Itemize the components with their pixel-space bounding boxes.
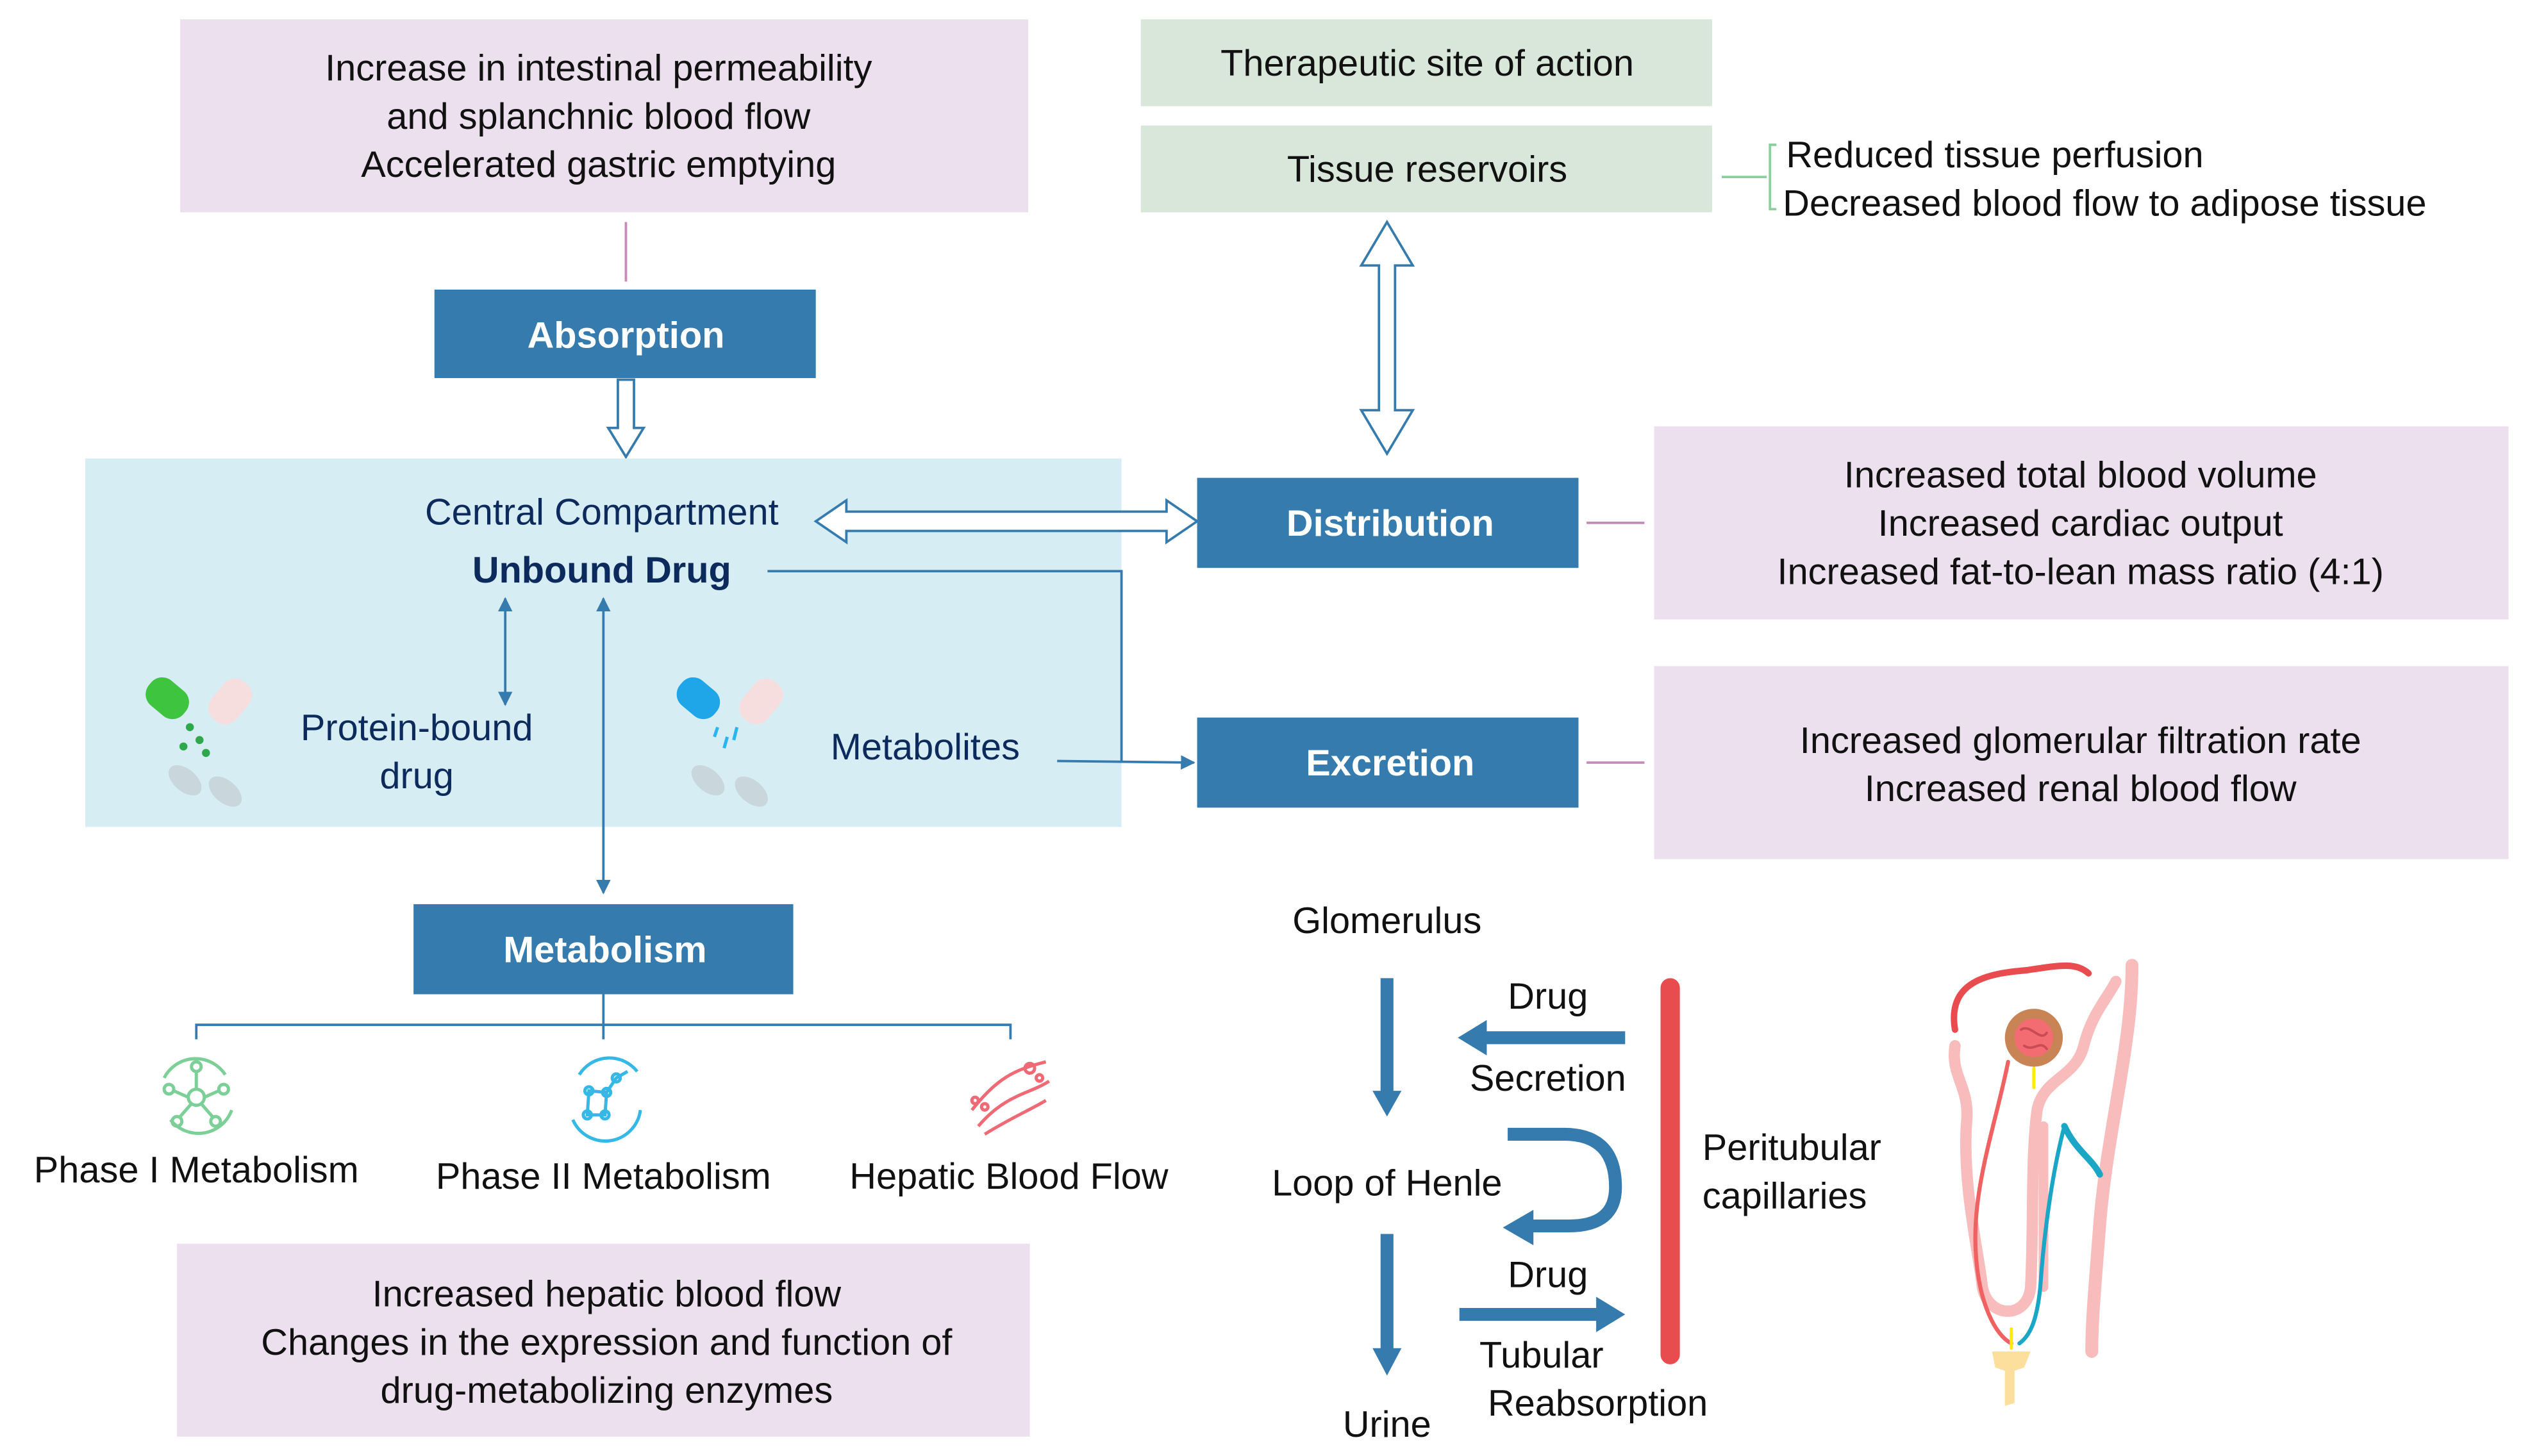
nephron-illustration [1949, 959, 2139, 1407]
metabolism-note-2: Changes in the expression and function o… [261, 1322, 953, 1363]
metabolism-notes-box: Increased hepatic blood flow Changes in … [177, 1243, 1030, 1437]
distribution-note-1: Increased total blood volume [1844, 455, 2317, 496]
distribution-label: Distribution [1286, 503, 1494, 544]
excretion-box[interactable]: Excretion [1197, 717, 1579, 808]
reabsorption-label: Reabsorption [1488, 1383, 1708, 1424]
reabsorption-drug-label: Drug [1508, 1254, 1588, 1295]
protein-bound-label-2: drug [379, 756, 454, 797]
absorption-note-1: Increase in intestinal permeability [325, 48, 872, 89]
green-capsule-icon [146, 677, 253, 807]
unbound-to-excretion-line [767, 570, 1123, 761]
absorption-notes-box: Increase in intestinal permeability and … [180, 19, 1029, 213]
absorption-note-2: and splanchnic blood flow [387, 96, 810, 137]
absorption-label: Absorption [528, 315, 725, 356]
metabolites-to-excretion-arrow [1057, 755, 1195, 770]
tissue-distribution-arrow [1359, 219, 1415, 456]
therapeutic-site-label: Therapeutic site of action [1220, 43, 1634, 84]
glomerulus-down-arrow [1372, 978, 1402, 1117]
peritubular-label-1: Peritubular [1703, 1127, 1881, 1168]
blue-capsule-icon [676, 677, 783, 807]
phase-2-label: Phase II Metabolism [436, 1156, 771, 1197]
loop-henle-arrowhead [1503, 1209, 1534, 1246]
absorption-to-central-arrow [606, 378, 646, 459]
excretion-note-1: Increased glomerular filtration rate [1800, 720, 2361, 761]
distribution-note-2: Increased cardiac output [1878, 503, 2283, 544]
metabolism-branch-lines [195, 994, 1012, 1039]
metabolism-note-3: drug-metabolizing enzymes [380, 1370, 833, 1411]
tissue-reservoirs-label: Tissue reservoirs [1287, 149, 1567, 190]
phase-2-molecule-icon [571, 1056, 642, 1143]
phase-1-label: Phase I Metabolism [34, 1150, 359, 1191]
distribution-box[interactable]: Distribution [1197, 477, 1579, 568]
tissue-note-1: Reduced tissue perfusion [1786, 135, 2203, 176]
secretion-arrow [1458, 1020, 1626, 1055]
loop-henle-curved-arrow [1508, 1127, 1622, 1233]
distribution-notes-box: Increased total blood volume Increased c… [1654, 426, 2509, 620]
protein-bound-label-1: Protein-bound [301, 707, 533, 749]
excretion-note-2: Increased renal blood flow [1865, 768, 2297, 809]
excretion-label: Excretion [1306, 743, 1474, 784]
metabolism-label: Metabolism [503, 929, 706, 970]
blood-vessel-icon [970, 1060, 1051, 1136]
peritubular-label-2: capillaries [1703, 1175, 1867, 1216]
absorption-box[interactable]: Absorption [434, 289, 816, 378]
distribution-note-3: Increased fat-to-lean mass ratio (4:1) [1778, 551, 2384, 592]
tissue-notes-bracket [1721, 144, 1777, 211]
reabsorption-arrow [1459, 1296, 1626, 1332]
excretion-notes-box: Increased glomerular filtration rate Inc… [1654, 666, 2509, 859]
metabolism-box[interactable]: Metabolism [413, 904, 794, 995]
tubular-label: Tubular [1479, 1335, 1604, 1376]
secretion-label: Secretion [1470, 1058, 1626, 1099]
central-compartment-title: Central Compartment [425, 492, 779, 533]
metabolism-note-1: Increased hepatic blood flow [372, 1274, 842, 1315]
hepatic-blood-flow-label: Hepatic Blood Flow [849, 1156, 1169, 1197]
loop-of-henle-label: Loop of Henle [1272, 1162, 1502, 1204]
phase-1-molecule-icon [162, 1057, 233, 1136]
tissue-reservoirs-box: Tissue reservoirs [1140, 125, 1712, 213]
glomerulus-label: Glomerulus [1292, 900, 1481, 941]
absorption-note-3: Accelerated gastric emptying [361, 144, 836, 185]
urine-label: Urine [1343, 1404, 1431, 1445]
metabolites-label: Metabolites [831, 727, 1020, 768]
tissue-note-2: Decreased blood flow to adipose tissue [1783, 183, 2426, 224]
urine-down-arrow [1372, 1234, 1402, 1376]
unbound-drug-label: Unbound Drug [472, 550, 731, 591]
therapeutic-site-box: Therapeutic site of action [1140, 19, 1712, 106]
secretion-drug-label: Drug [1508, 976, 1588, 1017]
